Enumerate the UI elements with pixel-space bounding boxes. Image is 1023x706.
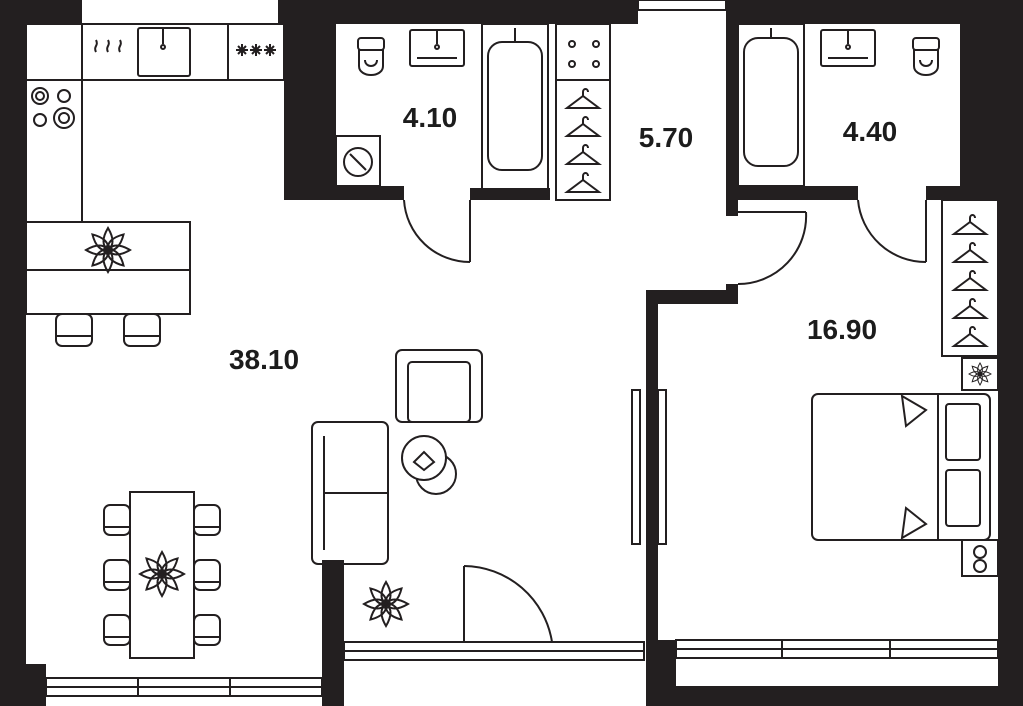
area-label-living-kitchen: 38.10 — [229, 344, 299, 375]
bed — [811, 393, 991, 541]
stove-icon — [31, 87, 75, 129]
bathroom-right — [737, 23, 940, 187]
bar-stools — [55, 313, 161, 347]
area-label-bathroom-right: 4.40 — [843, 116, 898, 147]
bedroom-wardrobe — [941, 199, 999, 391]
washing-machine-icon — [94, 39, 122, 53]
area-label-bathroom-left: 4.10 — [403, 102, 458, 133]
armchair — [395, 349, 483, 423]
area-label-bedroom: 16.90 — [807, 314, 877, 345]
kitchen-sink-icon — [137, 27, 191, 77]
cooktop-icon — [568, 40, 600, 68]
hall-hangers — [566, 88, 600, 193]
coffee-table — [401, 435, 457, 495]
entrance-flower-icon — [363, 581, 409, 627]
doors — [403, 199, 927, 643]
dining-flower-icon — [139, 551, 185, 597]
bathroom-left — [335, 23, 549, 191]
nightstand — [961, 539, 999, 577]
area-label-hallway: 5.70 — [639, 122, 694, 153]
windows — [45, 0, 999, 697]
dishwasher-icon — [236, 44, 276, 56]
sofa — [311, 421, 389, 565]
bedroom-hangers — [953, 214, 987, 347]
bedroom-small-flower-icon — [968, 362, 992, 386]
island-flower-icon — [85, 227, 131, 273]
kitchen-counter — [25, 23, 285, 315]
hall-wardrobe — [555, 23, 611, 201]
